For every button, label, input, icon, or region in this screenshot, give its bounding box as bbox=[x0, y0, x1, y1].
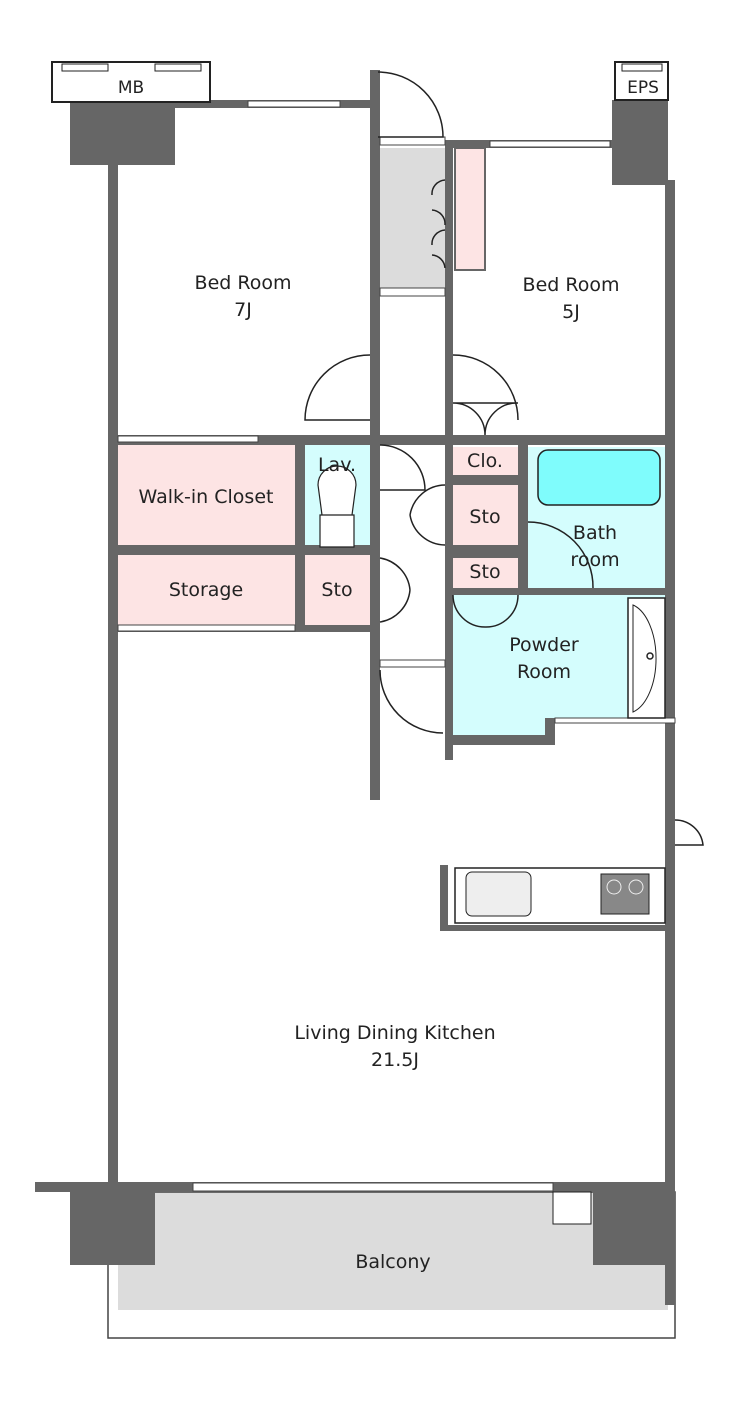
room-name: Bed Room bbox=[522, 274, 620, 296]
room-size: 7J bbox=[234, 299, 252, 321]
toilet-icon bbox=[317, 465, 357, 548]
sto-label-2: Sto bbox=[469, 506, 501, 528]
windows bbox=[117, 100, 676, 1192]
sink-icon bbox=[465, 871, 532, 917]
outdoor-faucet bbox=[552, 1191, 592, 1225]
bedroom-closet bbox=[454, 147, 486, 271]
walk-in-closet-label: Walk-in Closet bbox=[138, 486, 274, 508]
clo-floor bbox=[453, 447, 518, 475]
ldk-label: Living Dining Kitchen 21.5J bbox=[294, 1020, 495, 1074]
powder-room-floor bbox=[453, 595, 665, 735]
stove-icon bbox=[600, 873, 650, 915]
sto3-floor bbox=[453, 558, 518, 588]
bathtub bbox=[537, 449, 661, 506]
bed-room-5j-label: Bed Room 5J bbox=[523, 272, 620, 326]
room-name: Bed Room bbox=[194, 272, 292, 294]
bed-room-7j-label: Bed Room 7J bbox=[195, 270, 292, 324]
storage-floor bbox=[118, 555, 295, 625]
sto-label-3: Sto bbox=[469, 561, 501, 583]
sto1-floor bbox=[305, 555, 370, 625]
walk-in-closet-floor bbox=[118, 445, 295, 545]
room-size: 5J bbox=[562, 301, 580, 323]
bathroom-label: Bath room bbox=[570, 520, 619, 574]
label-line: room bbox=[570, 549, 620, 571]
label-line: Room bbox=[516, 661, 572, 683]
clo-label: Clo. bbox=[467, 450, 503, 472]
doors bbox=[304, 71, 704, 846]
lav-label: Lav. bbox=[317, 454, 357, 476]
balcony-label: Balcony bbox=[355, 1251, 431, 1273]
sto2-floor bbox=[453, 485, 518, 545]
room-size: 21.5J bbox=[371, 1049, 419, 1071]
eps-label: EPS bbox=[627, 78, 659, 98]
mb-label: MB bbox=[117, 78, 145, 98]
label-line: Bath bbox=[572, 522, 618, 544]
storage-label: Storage bbox=[168, 579, 244, 601]
label-line: Powder bbox=[509, 634, 579, 656]
sto-label-1: Sto bbox=[321, 579, 353, 601]
gray-closet bbox=[380, 148, 445, 288]
room-name: Living Dining Kitchen bbox=[294, 1022, 496, 1044]
